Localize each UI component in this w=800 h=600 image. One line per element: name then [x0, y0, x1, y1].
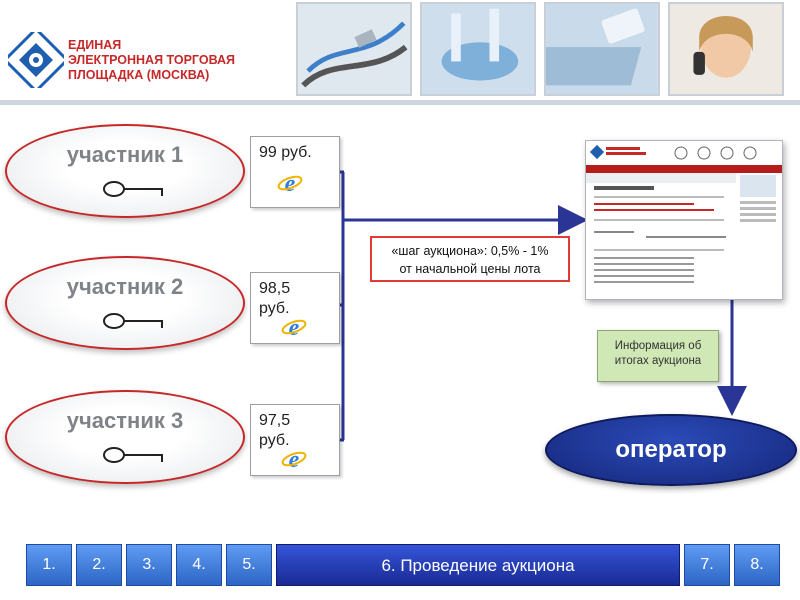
logo-line-3: ПЛОЩАДКА (МОСКВА)	[68, 68, 210, 82]
participant-3-label: участник 3	[66, 408, 184, 433]
header-photo-keyboard	[544, 2, 660, 96]
internet-explorer-icon: e	[281, 447, 307, 471]
nav-step-6-current[interactable]: 6. Проведение аукциона	[276, 544, 680, 586]
svg-text:e: e	[289, 447, 300, 471]
keyboard-card-icon	[546, 4, 658, 94]
operator-label: оператор	[615, 436, 727, 463]
nav-step-7[interactable]: 7.	[684, 544, 730, 586]
participant-1-label: участник 1	[66, 142, 184, 167]
header-bar: ЕДИНАЯ ЭЛЕКТРОННАЯ ТОРГОВАЯ ПЛОЩАДКА (МО…	[0, 0, 800, 100]
nav-step-8[interactable]: 8.	[734, 544, 780, 586]
operator-node: оператор	[545, 414, 797, 486]
logo-line-1: ЕДИНАЯ	[68, 38, 122, 52]
lab-glassware-icon	[422, 4, 534, 94]
woman-on-phone-icon	[670, 4, 782, 94]
key-icon	[103, 313, 163, 329]
key-icon	[103, 181, 163, 197]
internet-explorer-icon: e	[281, 315, 307, 339]
logo-icon	[8, 32, 64, 88]
internet-explorer-icon: e	[277, 171, 303, 195]
participant-1: участник 1	[5, 124, 245, 218]
bid-price-1: 99 руб.	[259, 144, 312, 161]
logo-text: ЕДИНАЯ ЭЛЕКТРОННАЯ ТОРГОВАЯ ПЛОЩАДКА (МО…	[68, 38, 235, 83]
bid-document-3: 97,5 руб. e	[250, 404, 340, 476]
auction-step-rule: «шаг аукциона»: 0,5% - 1% от начальной ц…	[370, 236, 570, 282]
logo-line-2: ЭЛЕКТРОННАЯ ТОРГОВАЯ	[68, 53, 235, 67]
svg-text:e: e	[289, 315, 300, 339]
participant-3: участник 3	[5, 390, 245, 484]
rule-line-2: от начальной цены лота	[399, 262, 541, 276]
note-line-1: Информация об	[614, 340, 702, 352]
bid-document-2: 98,5 руб. e	[250, 272, 340, 344]
bid-price-2: 98,5 руб.	[259, 280, 291, 317]
bid-document-1: 99 руб. e	[250, 136, 340, 208]
rule-line-1: «шаг аукциона»: 0,5% - 1%	[391, 244, 549, 258]
network-cables-icon	[298, 4, 410, 94]
nav-step-4[interactable]: 4.	[176, 544, 222, 586]
participant-2: участник 2	[5, 256, 245, 350]
nav-step-3[interactable]: 3.	[126, 544, 172, 586]
participant-2-label: участник 2	[66, 274, 184, 299]
header-photo-cables	[296, 2, 412, 96]
nav-step-5[interactable]: 5.	[226, 544, 272, 586]
header-divider	[0, 100, 800, 105]
slide-navigation: 1. 2. 3. 4. 5. 6. Проведение аукциона 7.…	[0, 540, 800, 590]
header-photo-lab	[420, 2, 536, 96]
header-photo-operator	[668, 2, 784, 96]
platform-website-screenshot	[585, 140, 783, 300]
nav-step-1[interactable]: 1.	[26, 544, 72, 586]
auction-results-note: Информация об итогах аукциона	[597, 330, 719, 382]
note-line-2: итогах аукциона	[614, 355, 702, 367]
svg-text:e: e	[285, 171, 296, 195]
key-icon	[103, 447, 163, 463]
bid-price-3: 97,5 руб.	[259, 412, 291, 449]
nav-step-2[interactable]: 2.	[76, 544, 122, 586]
website-thumbnail-icon	[586, 141, 782, 299]
